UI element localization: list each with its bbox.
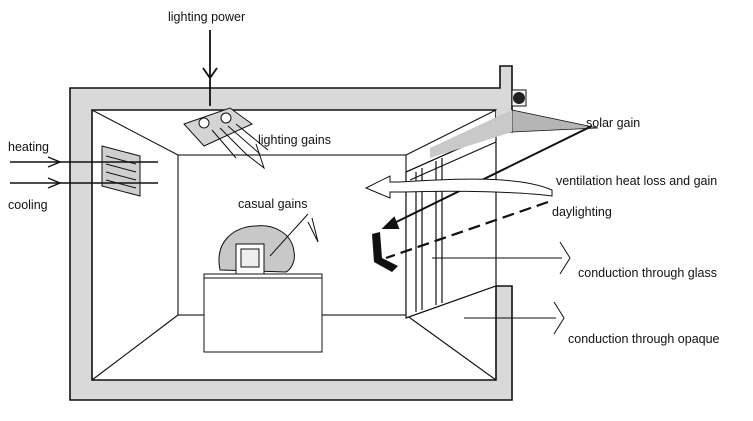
label-casual-gains: casual gains [238, 197, 308, 211]
daylighting-arrow-icon [372, 232, 398, 272]
ventilation-arrow [364, 175, 553, 199]
label-conduction-opaque: conduction through opaque [568, 332, 720, 346]
label-conduction-glass: conduction through glass [578, 266, 717, 280]
solar-gain-ray [381, 125, 593, 229]
label-solar-gain: solar gain [586, 116, 641, 130]
label-cooling: cooling [8, 198, 48, 212]
label-heating: heating [8, 140, 50, 154]
label-lighting-gains: lighting gains [258, 133, 331, 147]
window-bay [405, 131, 497, 319]
occupant-at-desk [203, 225, 323, 353]
daylighting-ray [385, 200, 549, 260]
solar-gain-wedge-inner [430, 110, 512, 158]
label-ventilation: ventilation heat loss and gain [556, 174, 718, 188]
lighting-power-arrow [202, 30, 218, 106]
label-leaders [245, 143, 319, 257]
light-fitting-icon [183, 107, 269, 159]
hvac-grille-icon [101, 145, 141, 197]
conduction-arrows [432, 241, 571, 335]
label-daylighting: daylighting [552, 205, 612, 219]
shading-device-icon [511, 89, 527, 107]
heating-cooling-arrows [10, 156, 158, 189]
label-lighting-power: lighting power [168, 10, 246, 24]
